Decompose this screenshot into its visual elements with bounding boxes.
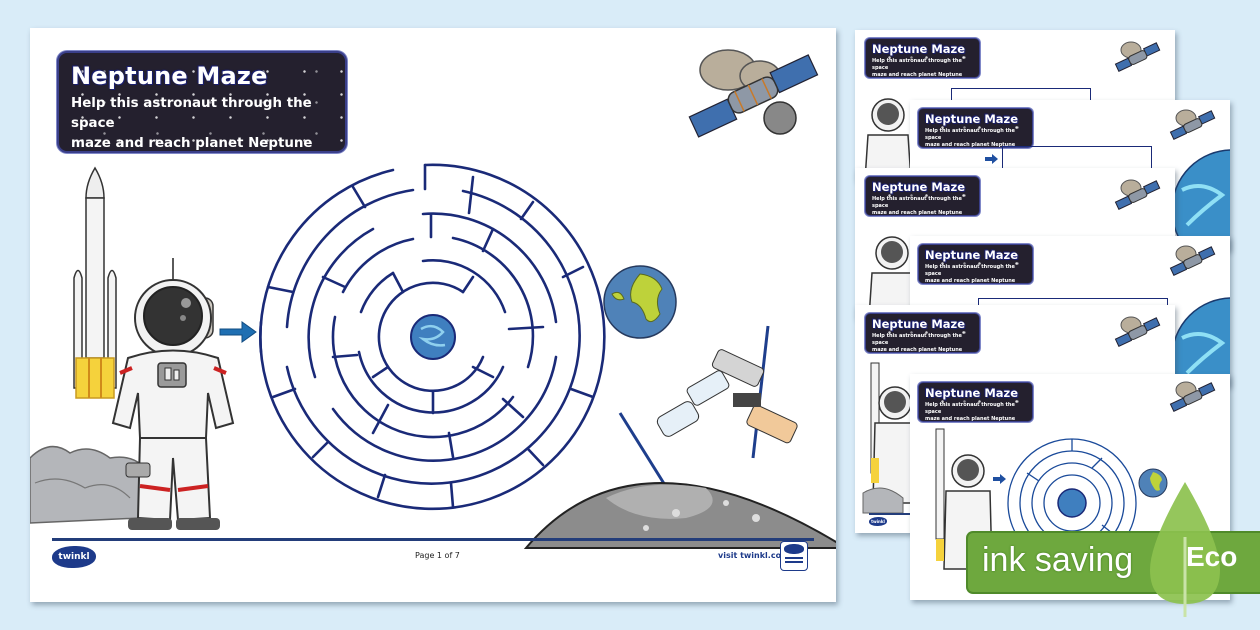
circular-maze[interactable] bbox=[258, 162, 608, 512]
moon-surface bbox=[523, 482, 836, 549]
thumbnail-title-banner: Neptune Maze Help this astronaut through… bbox=[865, 313, 980, 353]
earth-thumb bbox=[1138, 468, 1168, 498]
twinkl-logo: twinkl bbox=[869, 517, 887, 526]
satellite-icon bbox=[1169, 381, 1216, 413]
leaf-icon bbox=[1150, 482, 1220, 617]
arrow-icon bbox=[985, 154, 998, 164]
thumbnail-subtitle: maze and reach planet Neptune bbox=[925, 278, 1016, 284]
approved-badge-icon bbox=[780, 541, 808, 571]
thumbnail-subtitle: Help this astronaut through the space bbox=[925, 402, 1015, 415]
thumbnail-subtitle: maze and reach planet Neptune bbox=[872, 72, 963, 78]
start-arrow-icon bbox=[219, 321, 257, 343]
satellite-icon bbox=[688, 49, 819, 138]
satellite-icon bbox=[1169, 245, 1216, 277]
neptune-thumb bbox=[1171, 149, 1230, 250]
thumbnail-title: Neptune Maze bbox=[872, 180, 966, 194]
thumbnail-subtitle: Help this astronaut through the space bbox=[925, 264, 1015, 277]
worksheet-page-main: Neptune Maze Help this astronaut through… bbox=[30, 28, 836, 602]
page-number: Page 1 of 7 bbox=[415, 551, 460, 560]
earth-planet bbox=[603, 265, 677, 339]
thumbnail-subtitle: maze and reach planet Neptune bbox=[925, 142, 1016, 148]
thumbnail-subtitle: Help this astronaut through the space bbox=[872, 58, 962, 71]
thumbnail-subtitle: maze and reach planet Neptune bbox=[872, 210, 963, 216]
thumbnail-title: Neptune Maze bbox=[925, 248, 1019, 262]
thumbnail-title-banner: Neptune Maze Help this astronaut through… bbox=[918, 244, 1033, 284]
satellite-icon bbox=[1169, 109, 1216, 141]
satellite-icon bbox=[1114, 179, 1161, 211]
worksheet-subtitle-line2: maze and reach planet Neptune bbox=[71, 136, 313, 151]
thumbnail-subtitle: maze and reach planet Neptune bbox=[925, 416, 1016, 422]
worksheet-subtitle-line1: Help this astronaut through the space bbox=[71, 96, 312, 131]
thumbnail-subtitle: Help this astronaut through the space bbox=[872, 333, 962, 346]
thumbnail-subtitle: maze and reach planet Neptune bbox=[872, 347, 963, 353]
thumbnail-title-banner: Neptune Maze Help this astronaut through… bbox=[918, 108, 1033, 148]
neptune-thumb bbox=[1171, 297, 1230, 386]
footer-divider bbox=[869, 513, 919, 515]
thumbnail-title: Neptune Maze bbox=[925, 112, 1019, 126]
thumbnail-subtitle: Help this astronaut through the space bbox=[872, 196, 962, 209]
satellite-icon bbox=[1114, 316, 1161, 348]
thumbnail-title: Neptune Maze bbox=[872, 317, 966, 331]
eco-badge-label: Eco bbox=[1186, 541, 1238, 572]
worksheet-title: Neptune Maze bbox=[71, 62, 268, 90]
footer-divider bbox=[52, 538, 814, 541]
thumbnail-subtitle: Help this astronaut through the space bbox=[925, 128, 1015, 141]
rocket-illustration bbox=[73, 166, 117, 399]
title-banner: Neptune Maze Help this astronaut through… bbox=[57, 51, 347, 153]
astronaut-thumb bbox=[864, 98, 912, 180]
astronaut-illustration bbox=[111, 258, 235, 530]
twinkl-logo: twinkl bbox=[52, 546, 96, 568]
visit-link[interactable]: visit twinkl.com bbox=[718, 551, 790, 560]
thumbnail-title-banner: Neptune Maze Help this astronaut through… bbox=[865, 38, 980, 78]
thumbnail-title: Neptune Maze bbox=[925, 386, 1019, 400]
ink-saving-label: ink saving bbox=[982, 541, 1134, 579]
thumbnail-title-banner: Neptune Maze Help this astronaut through… bbox=[918, 382, 1033, 422]
maze-thumb bbox=[1002, 146, 1152, 186]
arrow-icon bbox=[993, 474, 1006, 484]
thumbnail-title: Neptune Maze bbox=[872, 42, 966, 56]
thumbnail-title-banner: Neptune Maze Help this astronaut through… bbox=[865, 176, 980, 216]
satellite-icon bbox=[1114, 41, 1161, 73]
